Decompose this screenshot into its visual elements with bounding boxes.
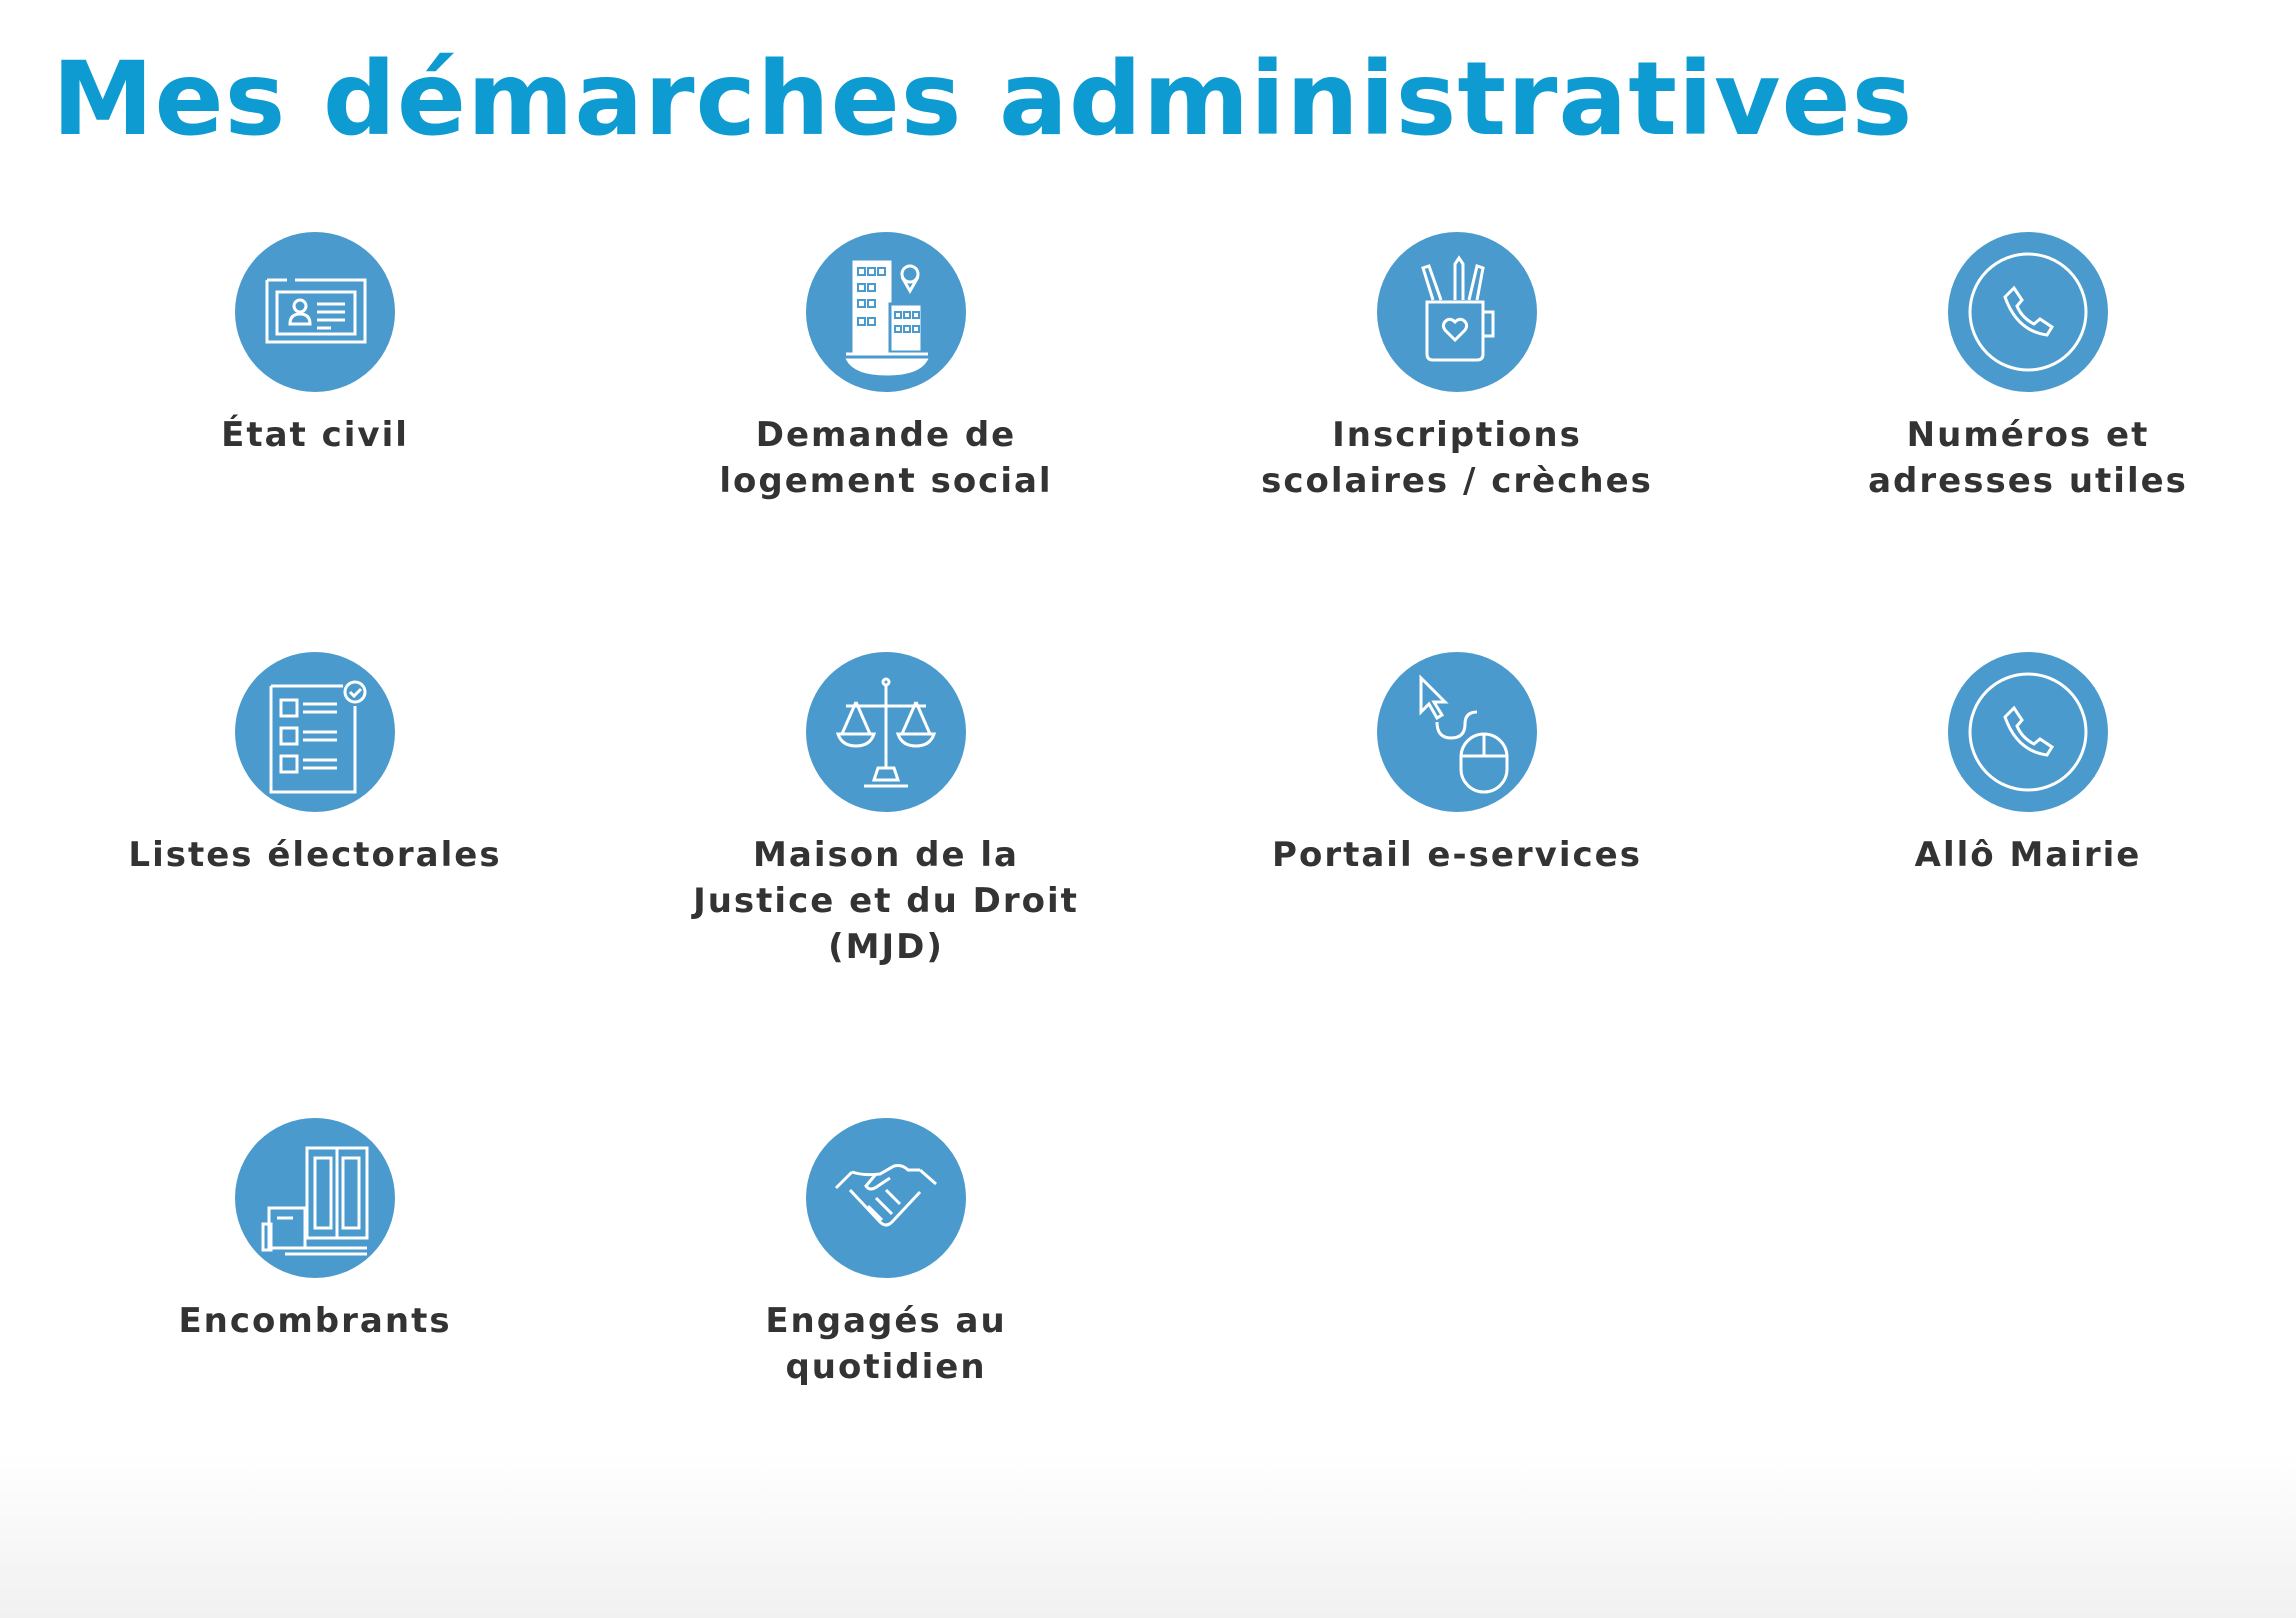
tile-label: Inscriptions scolaires / crèches [1261, 415, 1653, 501]
tile-inscriptions-scolaires[interactable]: Inscriptions scolaires / crèches [1217, 232, 1697, 504]
phone-icon [1968, 672, 2088, 792]
tile-label: Encombrants [178, 1301, 452, 1341]
page-title: Mes démarches administratives [52, 40, 1914, 159]
tile-etat-civil[interactable]: État civil [75, 232, 555, 458]
tile-label: Numéros et adresses utiles [1868, 415, 2188, 501]
tile-encombrants[interactable]: Encombrants [75, 1118, 555, 1344]
tile-label: Portail e-services [1272, 835, 1642, 875]
id-card-icon [265, 278, 367, 344]
tile-label: Engagés au quotidien [765, 1301, 1007, 1387]
tile-label: Listes électorales [128, 835, 502, 875]
phone-icon [1968, 252, 2088, 372]
tile-allo-mairie[interactable]: Allô Mairie [1788, 652, 2268, 878]
tile-numeros-utiles[interactable]: Numéros et adresses utiles [1788, 232, 2268, 504]
voter-list-icon [269, 680, 367, 794]
tile-label: Maison de la Justice et du Droit (MJD) [693, 835, 1079, 967]
tile-mjd[interactable]: Maison de la Justice et du Droit (MJD) [646, 652, 1126, 970]
tile-engages-quotidien[interactable]: Engagés au quotidien [646, 1118, 1126, 1390]
tile-label: Allô Mairie [1914, 835, 2142, 875]
tile-portail-eservices[interactable]: Portail e-services [1217, 652, 1697, 878]
furniture-icon [261, 1146, 369, 1256]
tile-logement-social[interactable]: Demande de logement social [646, 232, 1126, 504]
tile-label: État civil [221, 415, 409, 455]
buildings-icon [845, 260, 929, 376]
pencil-mug-icon [1421, 255, 1495, 362]
handshake-icon [834, 1164, 937, 1227]
mouse-cursor-icon [1419, 674, 1509, 794]
tile-label: Demande de logement social [719, 415, 1053, 501]
scales-icon [835, 677, 937, 788]
tile-listes-electorales[interactable]: Listes électorales [75, 652, 555, 878]
